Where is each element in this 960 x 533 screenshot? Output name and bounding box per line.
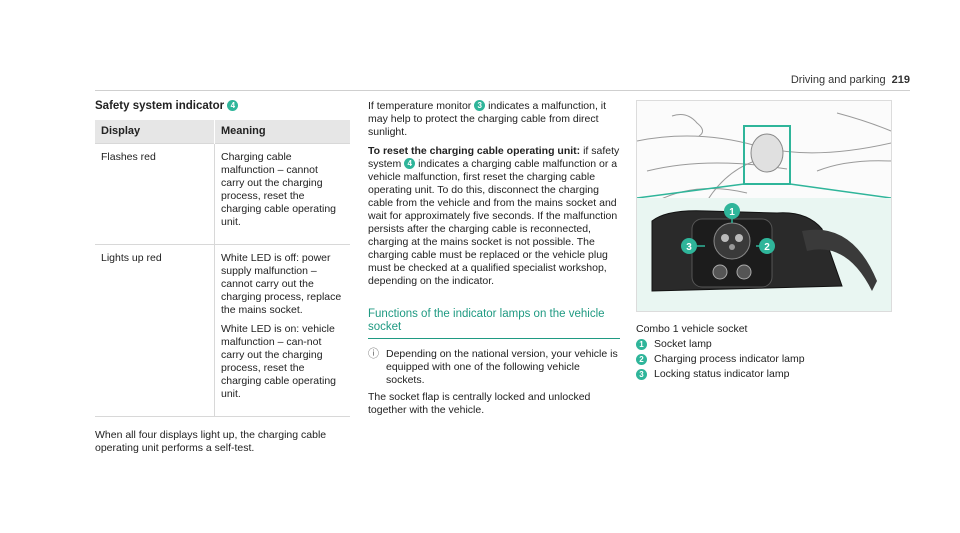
legend-label: Socket lamp (654, 338, 712, 350)
page-header: Driving and parking 219 (791, 74, 910, 87)
display-cell: Lights up red (95, 244, 215, 417)
header-title: Driving and parking (790, 74, 886, 86)
info-note-icon: ⓘ (368, 348, 379, 360)
legend-item: 2 Charging process indicator lamp (636, 353, 890, 366)
callout-badge: 1 (636, 339, 647, 350)
table-row: Lights up red White LED is off: power su… (95, 244, 350, 417)
socket-figure-section: 1 2 3 Combo 1 vehicle socket 1 Socket la… (636, 100, 892, 381)
figure-caption: Combo 1 vehicle socket (636, 323, 748, 335)
callout-badge: 2 (636, 354, 647, 365)
header-divider (95, 90, 910, 91)
temperature-paragraph: If temperature monitor 3 indicates a mal… (368, 100, 607, 138)
reset-instructions-section: If temperature monitor 3 indicates a mal… (368, 100, 620, 423)
callout-1: 1 (729, 207, 735, 218)
callout-badge: 3 (474, 100, 486, 111)
callout-badge: 4 (404, 158, 416, 169)
table-row: Flashes red Charging cable malfunction –… (95, 143, 350, 245)
legend-label: Locking status indicator lamp (654, 368, 790, 380)
legend-item: 3 Locking status indicator lamp (636, 368, 890, 381)
meaning-cell: White LED is off: power supply malfuncti… (214, 244, 350, 417)
vehicle-socket-illustration: 1 2 3 (636, 100, 892, 312)
indicator-table: Display Meaning Flashes red Charging cab… (95, 120, 350, 417)
socket-flap-paragraph: The socket flap is centrally locked and … (368, 391, 591, 416)
callout-2: 2 (764, 242, 770, 253)
reset-paragraph: To reset the charging cable operating un… (368, 145, 620, 287)
section-heading: Safety system indicator 4 (95, 100, 350, 113)
callout-badge: 4 (227, 100, 239, 111)
display-cell: Flashes red (95, 143, 215, 245)
info-note: ⓘ Depending on the national version, you… (368, 348, 618, 386)
callout-3: 3 (686, 242, 692, 253)
page-number: 219 (891, 74, 910, 86)
meaning-cell: Charging cable malfunction – cannot carr… (214, 143, 350, 245)
safety-indicator-section: Safety system indicator 4 Display Meanin… (95, 100, 350, 466)
section-title: Functions of the indicator lamps on the … (368, 308, 620, 339)
column-header-display: Display (95, 120, 215, 144)
table-header-row: Display Meaning (95, 120, 350, 144)
self-test-paragraph: When all four displays light up, the cha… (95, 429, 327, 454)
legend-item: 1 Socket lamp (636, 338, 890, 351)
callout-badge: 3 (636, 369, 647, 380)
legend-label: Charging process indicator lamp (654, 353, 805, 365)
column-header-meaning: Meaning (214, 120, 350, 144)
